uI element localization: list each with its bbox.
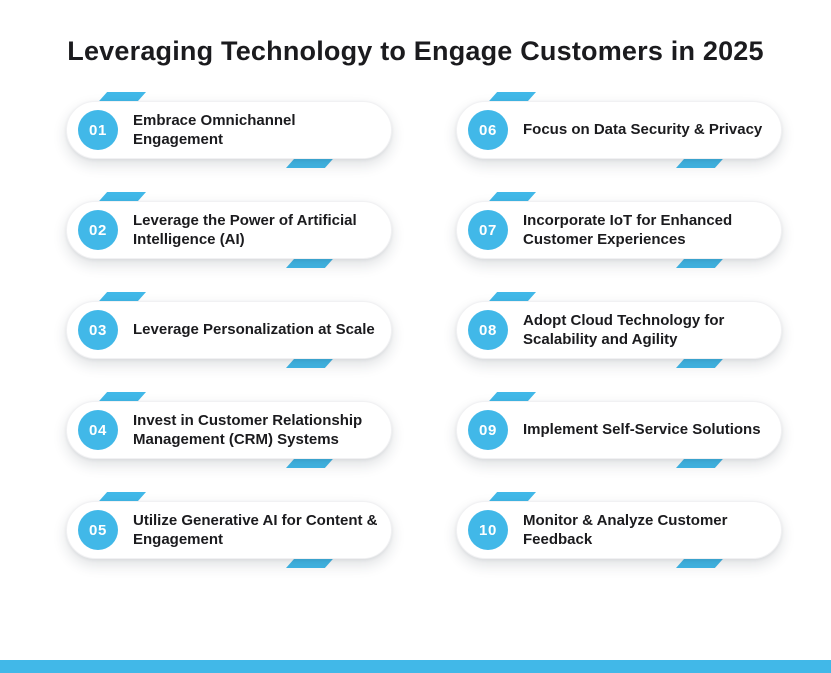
list-item: 03 Leverage Personalization at Scale [66,292,392,368]
step-label: Leverage Personalization at Scale [133,321,375,339]
step-label: Invest in Customer Relationship Manageme… [133,411,363,448]
step-pill: 09 Implement Self-Service Solutions [456,401,782,459]
list-item: 04 Invest in Customer Relationship Manag… [66,392,392,468]
step-label: Focus on Data Security & Privacy [523,121,763,139]
step-pill: 10 Monitor & Analyze Customer Feedback [456,501,782,559]
step-number-badge: 01 [78,110,118,150]
list-item: 07 Incorporate IoT for Enhanced Customer… [456,192,782,268]
step-label: Monitor & Analyze Customer Feedback [523,511,728,548]
list-item: 09 Implement Self-Service Solutions [456,392,782,468]
step-number-badge: 02 [78,210,118,250]
step-pill: 01 Embrace Omnichannel Engagement [66,101,392,159]
step-label: Embrace Omnichannel Engagement [133,111,296,148]
page-title: Leveraging Technology to Engage Customer… [67,36,764,66]
step-label: Adopt Cloud Technology for Scalability a… [523,311,725,348]
list-item: 10 Monitor & Analyze Customer Feedback [456,492,782,568]
step-label: Utilize Generative AI for Content & Enga… [133,511,378,548]
step-number-badge: 06 [468,110,508,150]
step-label: Leverage the Power of Artificial Intelli… [133,211,357,248]
step-number-badge: 05 [78,510,118,550]
step-pill: 06 Focus on Data Security & Privacy [456,101,782,159]
step-number-badge: 09 [468,410,508,450]
steps-column-left: 01 Embrace Omnichannel Engagement 02 Lev… [66,92,392,568]
step-pill: 04 Invest in Customer Relationship Manag… [66,401,392,459]
step-number-badge: 03 [78,310,118,350]
step-number-badge: 04 [78,410,118,450]
step-label: Implement Self-Service Solutions [523,421,761,439]
list-item: 01 Embrace Omnichannel Engagement [66,92,392,168]
step-pill: 07 Incorporate IoT for Enhanced Customer… [456,201,782,259]
step-number-badge: 08 [468,310,508,350]
footer-bar [0,660,831,673]
step-pill: 05 Utilize Generative AI for Content & E… [66,501,392,559]
step-number-badge: 07 [468,210,508,250]
steps-grid: 01 Embrace Omnichannel Engagement 02 Lev… [0,92,831,568]
list-item: 08 Adopt Cloud Technology for Scalabilit… [456,292,782,368]
list-item: 05 Utilize Generative AI for Content & E… [66,492,392,568]
list-item: 06 Focus on Data Security & Privacy [456,92,782,168]
step-pill: 02 Leverage the Power of Artificial Inte… [66,201,392,259]
step-pill: 08 Adopt Cloud Technology for Scalabilit… [456,301,782,359]
step-pill: 03 Leverage Personalization at Scale [66,301,392,359]
list-item: 02 Leverage the Power of Artificial Inte… [66,192,392,268]
step-number-badge: 10 [468,510,508,550]
steps-column-right: 06 Focus on Data Security & Privacy 07 I… [456,92,782,568]
step-label: Incorporate IoT for Enhanced Customer Ex… [523,211,733,248]
